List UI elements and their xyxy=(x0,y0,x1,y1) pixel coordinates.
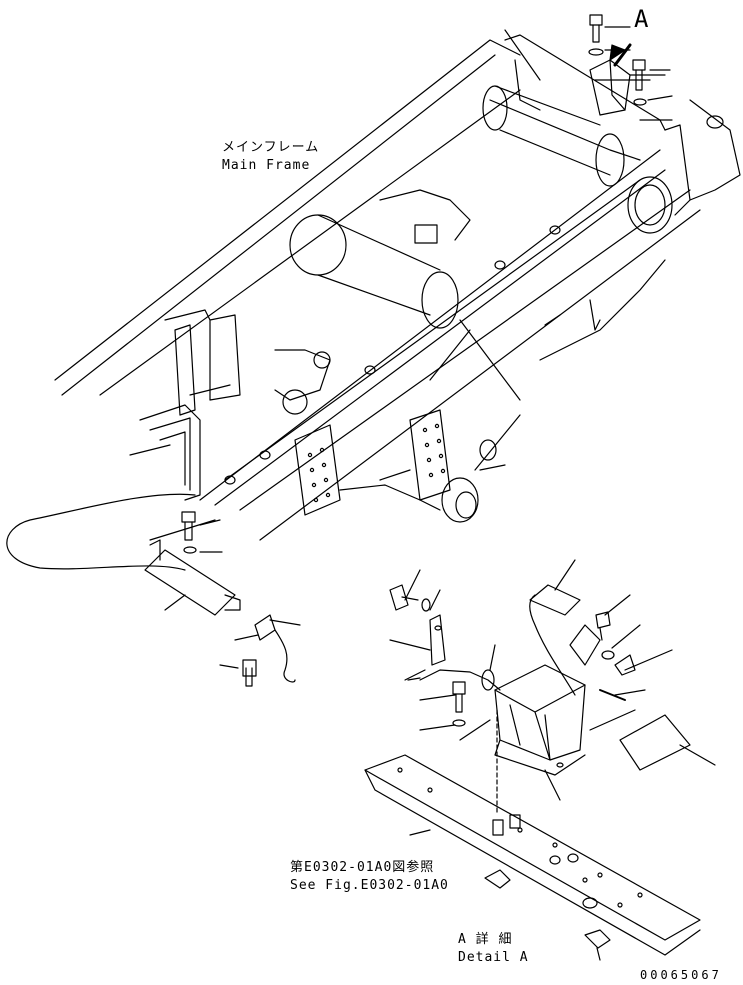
leader-lines xyxy=(429,29,651,471)
detail-a-assembly xyxy=(364,559,716,961)
see-figure-label-en: See Fig.E0302-01A0 xyxy=(290,878,449,893)
drawing-number: 00065067 xyxy=(640,968,722,982)
main-frame xyxy=(54,34,741,541)
detail-a-label-jp: A 詳 細 xyxy=(458,932,513,947)
detail-a-label-en: Detail A xyxy=(458,950,529,965)
upper-parts xyxy=(588,14,673,121)
harness-parts xyxy=(6,493,301,687)
main-frame-label-jp: メインフレーム xyxy=(222,140,320,155)
main-frame-label-en: Main Frame xyxy=(222,158,311,173)
see-figure-label-jp: 第E0302-01A0図参照 xyxy=(290,860,435,875)
view-a-letter: A xyxy=(634,5,649,33)
